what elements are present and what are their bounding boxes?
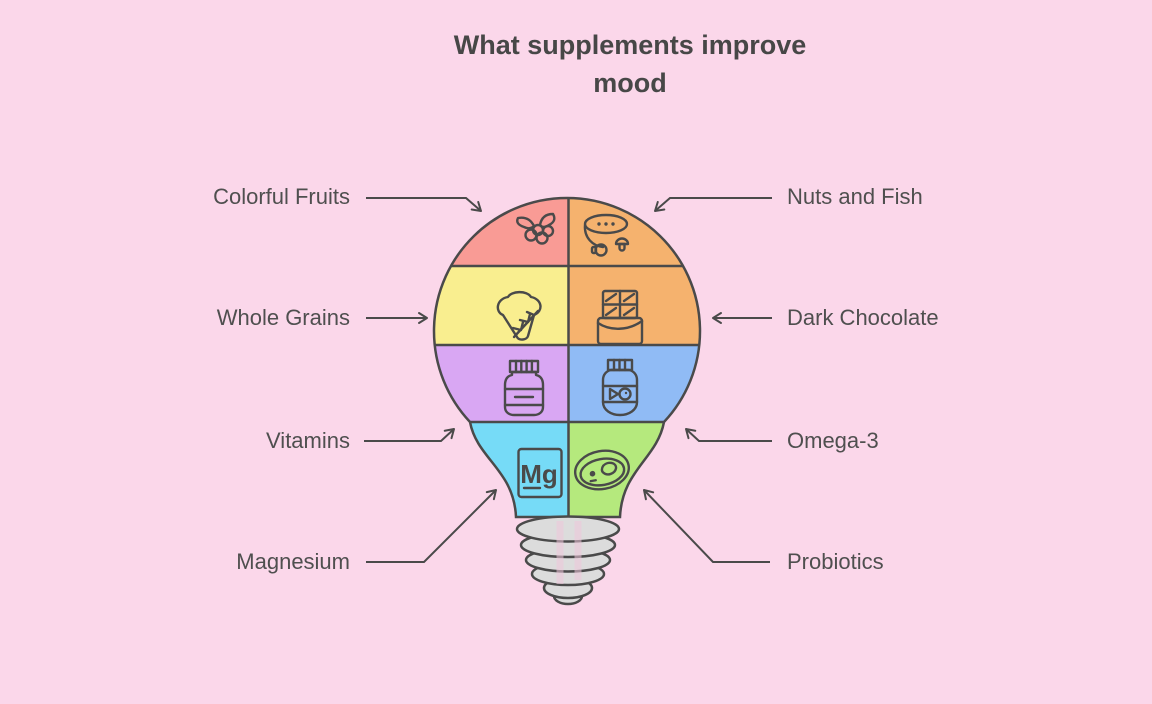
label-vitamins: Vitamins	[266, 428, 350, 453]
arrow-nuts-and-fish	[654, 197, 772, 212]
section-probiotics	[568, 422, 700, 518]
berries-icon	[516, 212, 556, 245]
page-title-line2: mood	[593, 68, 667, 98]
arrow-probiotics	[643, 489, 770, 563]
page-title-line1: What supplements improve	[453, 30, 807, 60]
fish-oil-jar-icon	[601, 358, 639, 417]
label-dark-chocolate: Dark Chocolate	[787, 305, 939, 330]
label-colorful-fruits: Colorful Fruits	[213, 184, 350, 209]
label-magnesium: Magnesium	[236, 549, 350, 574]
base-ring	[515, 515, 621, 543]
section-colorful-fruits	[433, 198, 569, 266]
label-omega-3: Omega-3	[787, 428, 879, 453]
lightbulb	[432, 196, 702, 519]
base-highlight	[556, 521, 582, 584]
vitamin-jar-icon	[503, 359, 545, 417]
section-whole-grains	[433, 266, 569, 345]
arrow-colorful-fruits	[366, 197, 482, 212]
bulb-base	[515, 515, 621, 606]
arrows	[364, 197, 772, 563]
arrow-vitamins	[364, 428, 455, 442]
section-nuts-and-fish	[568, 198, 700, 266]
arrow-omega-3	[685, 428, 772, 442]
label-whole-grains: Whole Grains	[216, 305, 350, 330]
page-title: What supplements improve mood	[430, 26, 830, 102]
nuts-bowl-icon	[583, 213, 630, 257]
label-probiotics: Probiotics	[787, 549, 884, 574]
arrow-magnesium	[366, 489, 497, 563]
bulb-outline	[432, 196, 702, 519]
mg-element-icon: Mg	[517, 447, 563, 499]
petri-dish-icon	[574, 449, 630, 491]
label-nuts-and-fish: Nuts and Fish	[787, 184, 923, 209]
mg-symbol-text: Mg	[520, 459, 558, 489]
section-vitamins	[433, 345, 569, 422]
chocolate-bar-icon	[596, 289, 644, 346]
bread-wheat-icon	[496, 290, 542, 341]
